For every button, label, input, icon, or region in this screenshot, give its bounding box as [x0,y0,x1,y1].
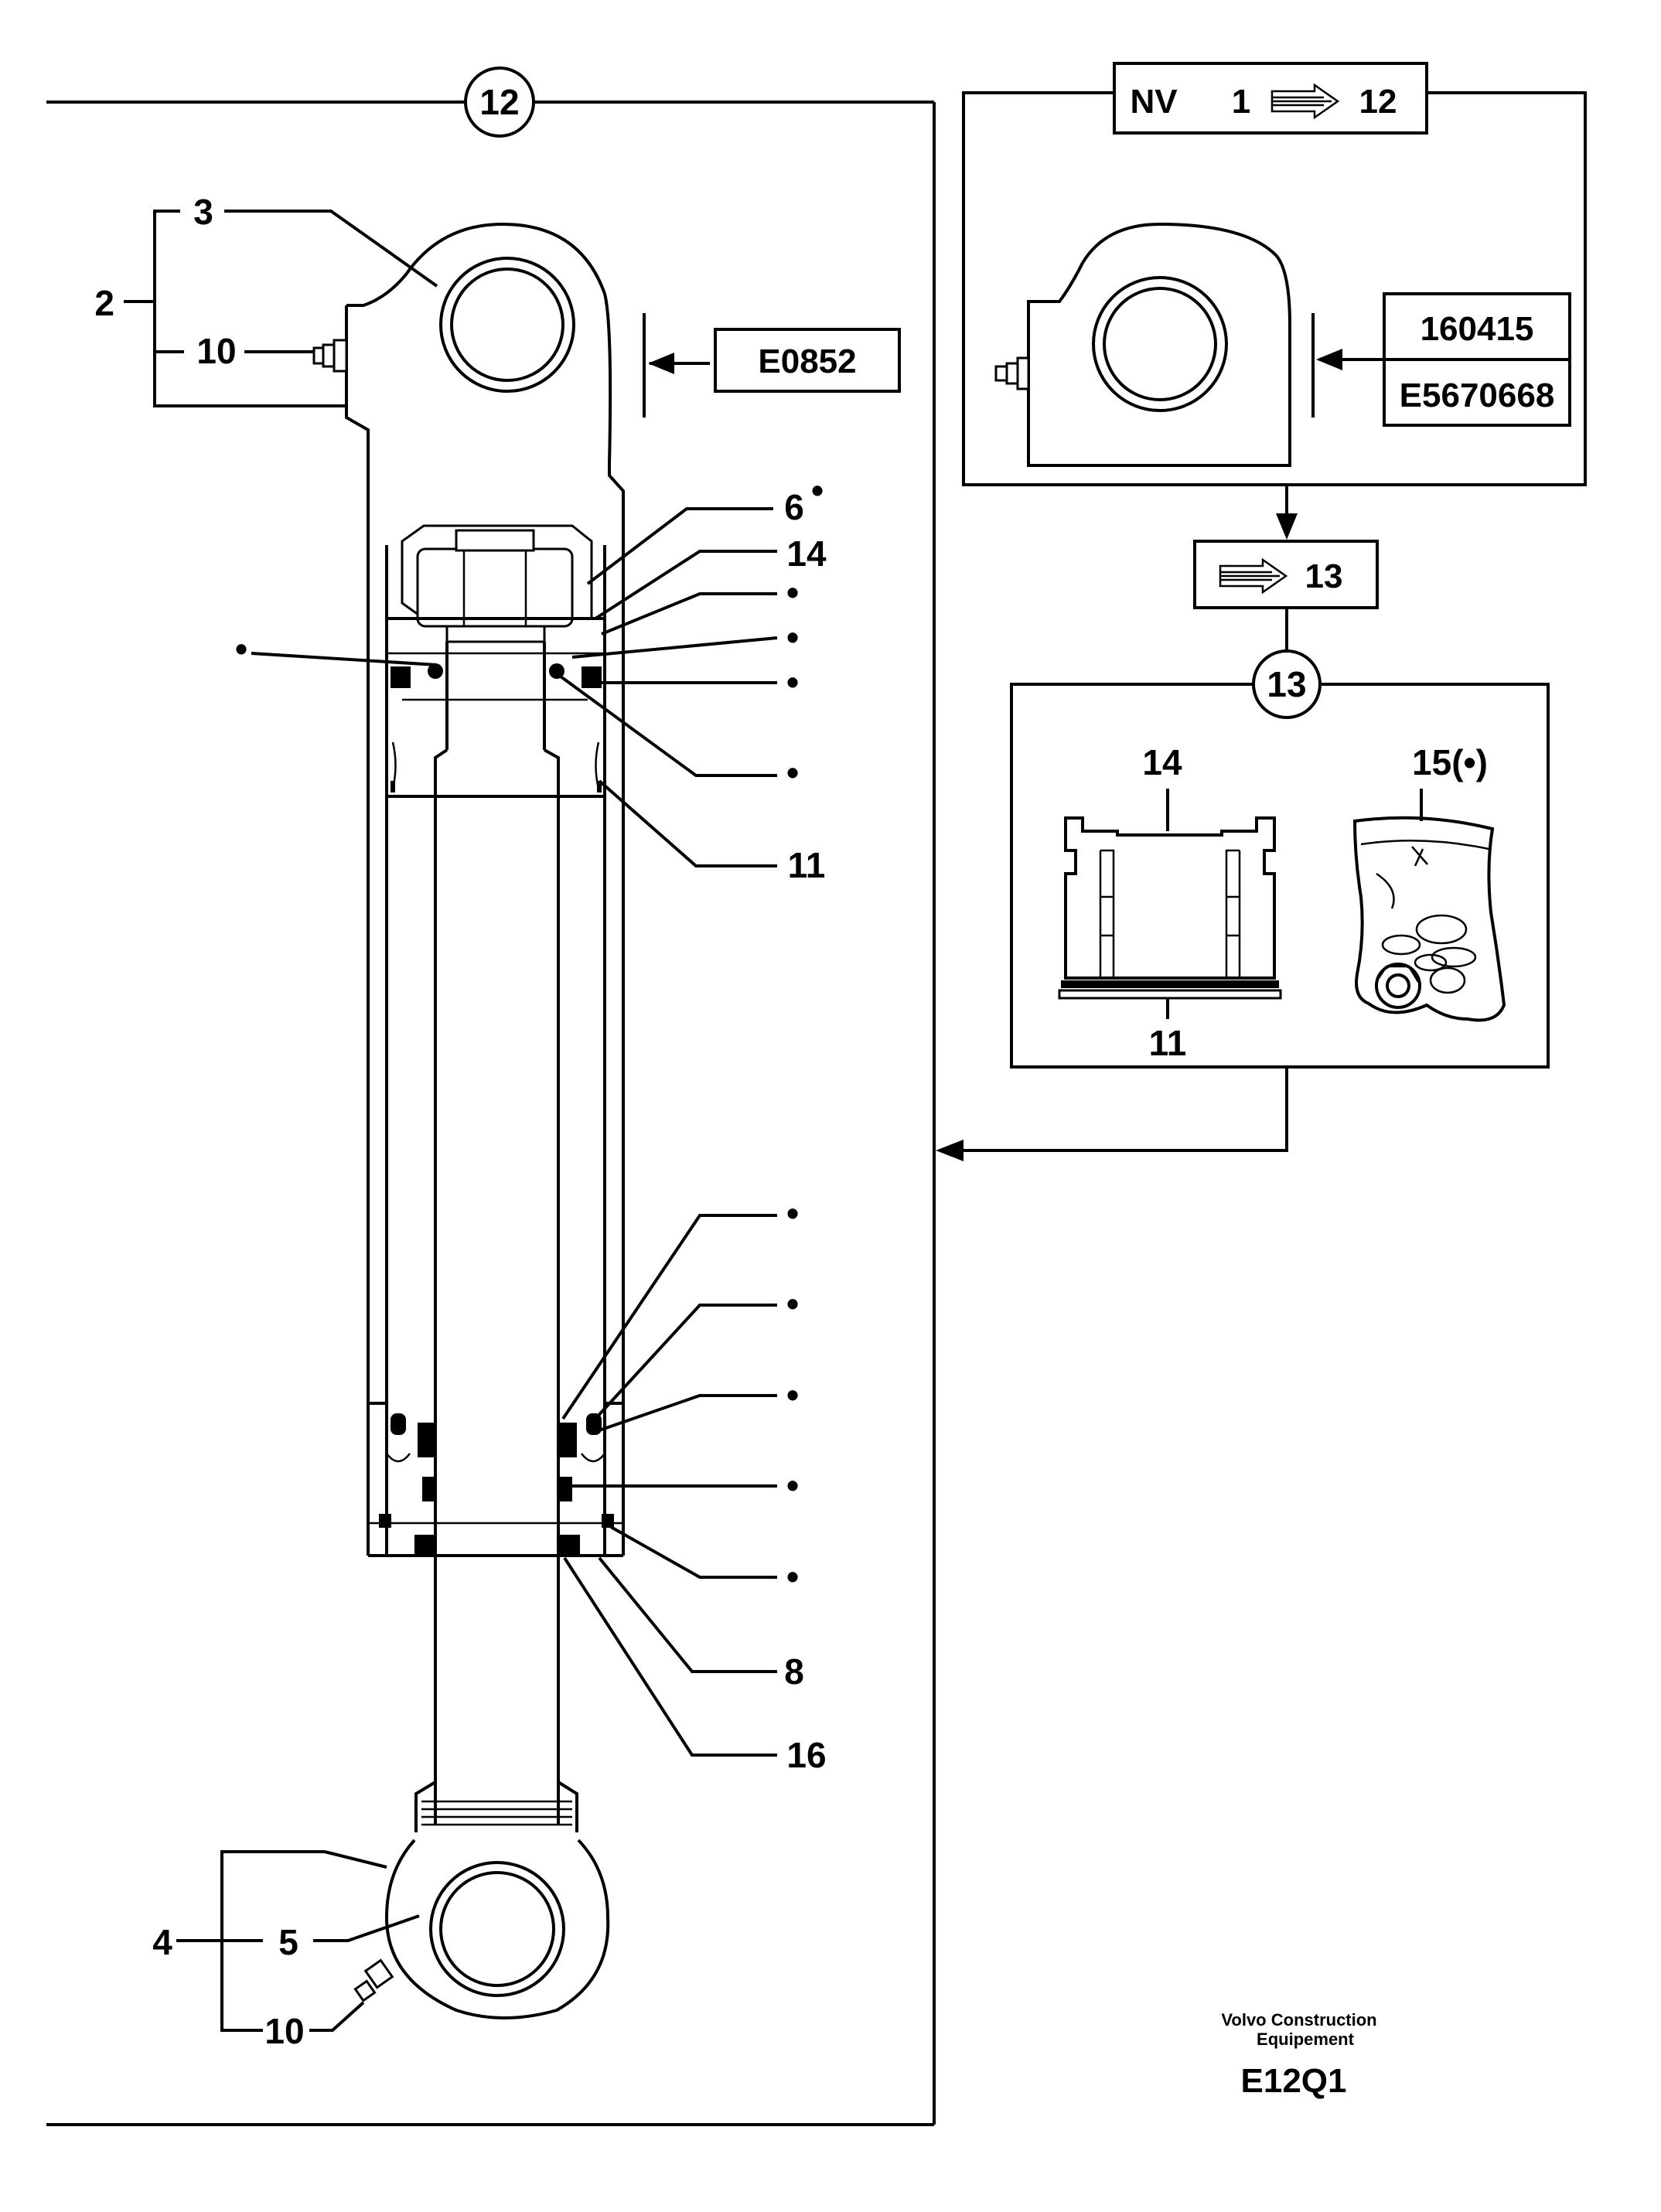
inset-view: NV 1 12 160415 E5670668 [962,62,1587,486]
callout-dot-left: • [235,629,247,669]
step-12-number: 12 [479,82,519,122]
figure-code: E12Q1 [1241,2062,1347,2100]
callout-2: 2 [94,283,114,323]
callout-5: 5 [278,1922,298,1962]
reference-code: E0852 [758,343,856,380]
callout-10-bottom: 10 [264,2011,304,2051]
callout-10-top: 10 [196,331,236,371]
hydraulic-cylinder-drawing [312,222,625,2019]
callout-dot-g: • [786,1375,799,1415]
inset-header-prefix: NV [1130,83,1178,121]
callout-6: 6 [784,487,804,527]
callout-dot-f: • [786,1283,799,1324]
callout-4: 4 [152,1922,172,1962]
inset-grease-nipple-icon [994,356,1030,390]
inset-header-from: 1 [1232,83,1250,121]
callout-dot-a: • [786,572,799,612]
flow-arrow-down-1 [1276,485,1298,540]
callout-14: 14 [786,533,827,574]
callout-dot-b: • [786,617,799,657]
inset-serial-number: 160415 [1421,310,1534,348]
inset-header-to: 12 [1359,83,1397,121]
callout-dot-d: • [786,752,799,792]
grease-nipple-top-icon [312,339,348,373]
kit-box: 13 14 11 15(•) [1010,649,1550,1069]
step-13-number: 13 [1267,664,1306,704]
step-13-arrow-label: 13 [1305,557,1343,595]
kit-ring-label: 11 [1149,1023,1187,1063]
main-frame [46,101,936,2126]
inset-part-number: E5670668 [1400,377,1555,414]
step-13-arrow-box: 13 [1193,540,1379,651]
callout-6-dot: • [811,470,824,510]
arrow-right-icon [1270,83,1340,120]
arrow-right-icon-2 [1219,557,1288,595]
callout-dot-h: • [786,1465,799,1505]
footer: Volvo Construction Equipement E12Q1 [1221,2010,1376,2100]
seal-kit-bag-icon [1352,816,1506,1022]
callout-3: 3 [193,192,213,232]
piston-drawing [1058,816,1282,1000]
callout-8: 8 [784,1651,804,1692]
company-line-2: Equipement [1257,2030,1355,2049]
step-12-circle: 12 [464,66,535,138]
grease-nipple-bottom-icon [353,1958,394,2002]
callout-dot-i: • [786,1556,799,1597]
callout-16: 16 [786,1735,826,1775]
callout-dot-c: • [786,662,799,702]
company-line-1: Volvo Construction [1221,2010,1376,2030]
callouts-main: 2 3 10 E0852 6 • 14 • • • • 11 • [94,192,901,2051]
kit-piston-label: 14 [1142,742,1182,782]
kit-bag-label: 15(•) [1412,742,1488,782]
callout-11: 11 [788,845,826,885]
flow-arrow-left [936,1067,1288,1161]
callout-dot-e: • [786,1193,799,1233]
